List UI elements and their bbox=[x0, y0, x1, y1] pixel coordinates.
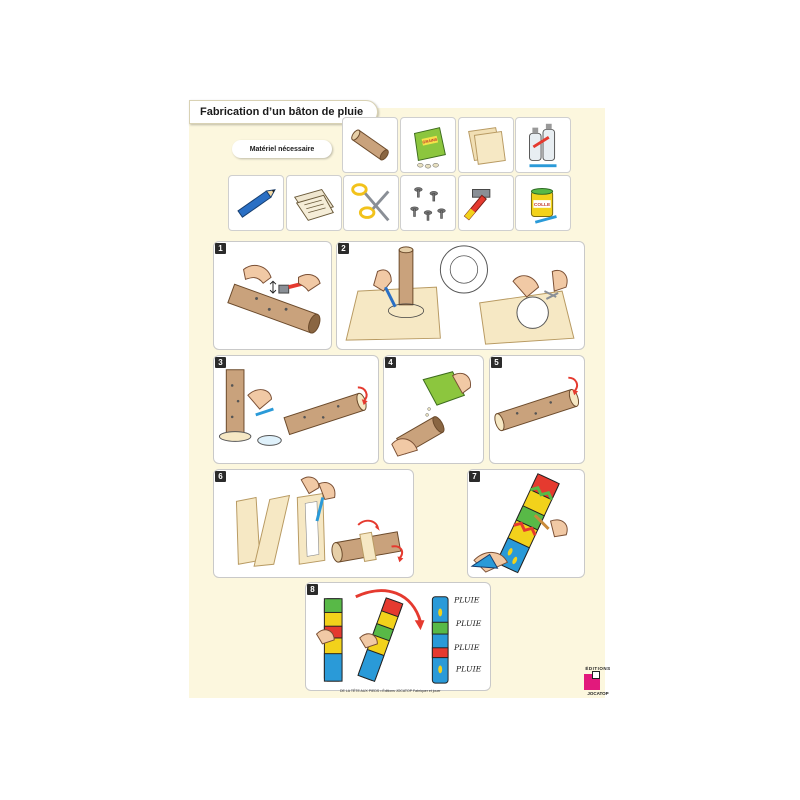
paper-sheets-icon bbox=[468, 127, 506, 165]
rain-word: PLUIE bbox=[455, 664, 482, 673]
closing-tube-illustration bbox=[494, 376, 580, 432]
step-3-panel: 3 bbox=[213, 355, 379, 464]
materials-label: Matériel nécessaire bbox=[232, 140, 332, 158]
newspaper-icon bbox=[293, 188, 335, 221]
logo-top-text: ÉDITIONS bbox=[585, 666, 611, 671]
wrapping-paper-illustration bbox=[235, 476, 404, 567]
material-tile-scissors bbox=[343, 175, 399, 231]
glue-pot-label: COLLE bbox=[534, 202, 551, 208]
step-number: 3 bbox=[215, 357, 226, 368]
material-tile-paper bbox=[458, 117, 514, 173]
glue-pot-icon: COLLE bbox=[530, 188, 557, 224]
material-tile-tube bbox=[342, 117, 398, 173]
tracing-circle-illustration bbox=[345, 245, 575, 345]
rain-word: PLUIE bbox=[455, 619, 482, 628]
pencil-icon bbox=[237, 189, 276, 218]
rain-word: PLUIE bbox=[453, 596, 480, 605]
rain-word: PLUIE bbox=[453, 643, 480, 652]
step-1-panel: 1 bbox=[213, 241, 332, 350]
painting-stick-illustration bbox=[470, 473, 568, 574]
material-tile-pencil bbox=[228, 175, 284, 231]
scissors-icon bbox=[351, 183, 390, 222]
step-5-panel: 5 bbox=[489, 355, 585, 464]
page-title: Fabrication d’un bâton de pluie bbox=[189, 100, 379, 124]
material-tile-nails bbox=[400, 175, 456, 231]
material-tile-seeds: GRAINS bbox=[400, 117, 456, 173]
logo-bottom-text: JOCATOP bbox=[587, 691, 609, 696]
footer-credit: DE LA TÊTE AUX PIEDS • Éditions JOCATOP … bbox=[340, 689, 441, 693]
step-6-panel: 6 bbox=[213, 469, 414, 578]
step-number: 5 bbox=[491, 357, 502, 368]
step-2-panel: 2 bbox=[336, 241, 585, 350]
seeds-bag-icon: GRAINS bbox=[413, 127, 446, 169]
paint-bottles-icon bbox=[529, 123, 557, 168]
step-8-panel: 8 PLUIE PLUIE PLUIE PLUIE bbox=[305, 582, 491, 691]
step-4-panel: 4 bbox=[383, 355, 484, 464]
gluing-disc-illustration bbox=[218, 369, 368, 446]
step-7-panel: 7 bbox=[467, 469, 585, 578]
step-number: 8 bbox=[307, 584, 318, 595]
step-number: 4 bbox=[385, 357, 396, 368]
nails-icon bbox=[410, 187, 446, 221]
pouring-seeds-illustration bbox=[391, 371, 471, 457]
material-tile-paint bbox=[515, 117, 571, 173]
tube-punching-illustration bbox=[227, 264, 321, 334]
material-tile-glue: COLLE bbox=[515, 175, 571, 231]
step-number: 7 bbox=[469, 471, 480, 482]
seeds-bag-label: GRAINS bbox=[422, 138, 438, 145]
step-number: 2 bbox=[338, 243, 349, 254]
cardboard-tube-icon bbox=[351, 129, 389, 161]
step-number: 1 bbox=[215, 243, 226, 254]
publisher-logo: ÉDITIONS JOCATOP bbox=[580, 666, 616, 702]
step-number: 6 bbox=[215, 471, 226, 482]
material-tile-newspaper bbox=[286, 175, 342, 231]
rain-stick-tilting-illustration: PLUIE PLUIE PLUIE PLUIE bbox=[315, 589, 482, 684]
hammer-icon bbox=[463, 189, 491, 221]
material-tile-hammer bbox=[458, 175, 514, 231]
logo-square-outline bbox=[592, 671, 600, 679]
